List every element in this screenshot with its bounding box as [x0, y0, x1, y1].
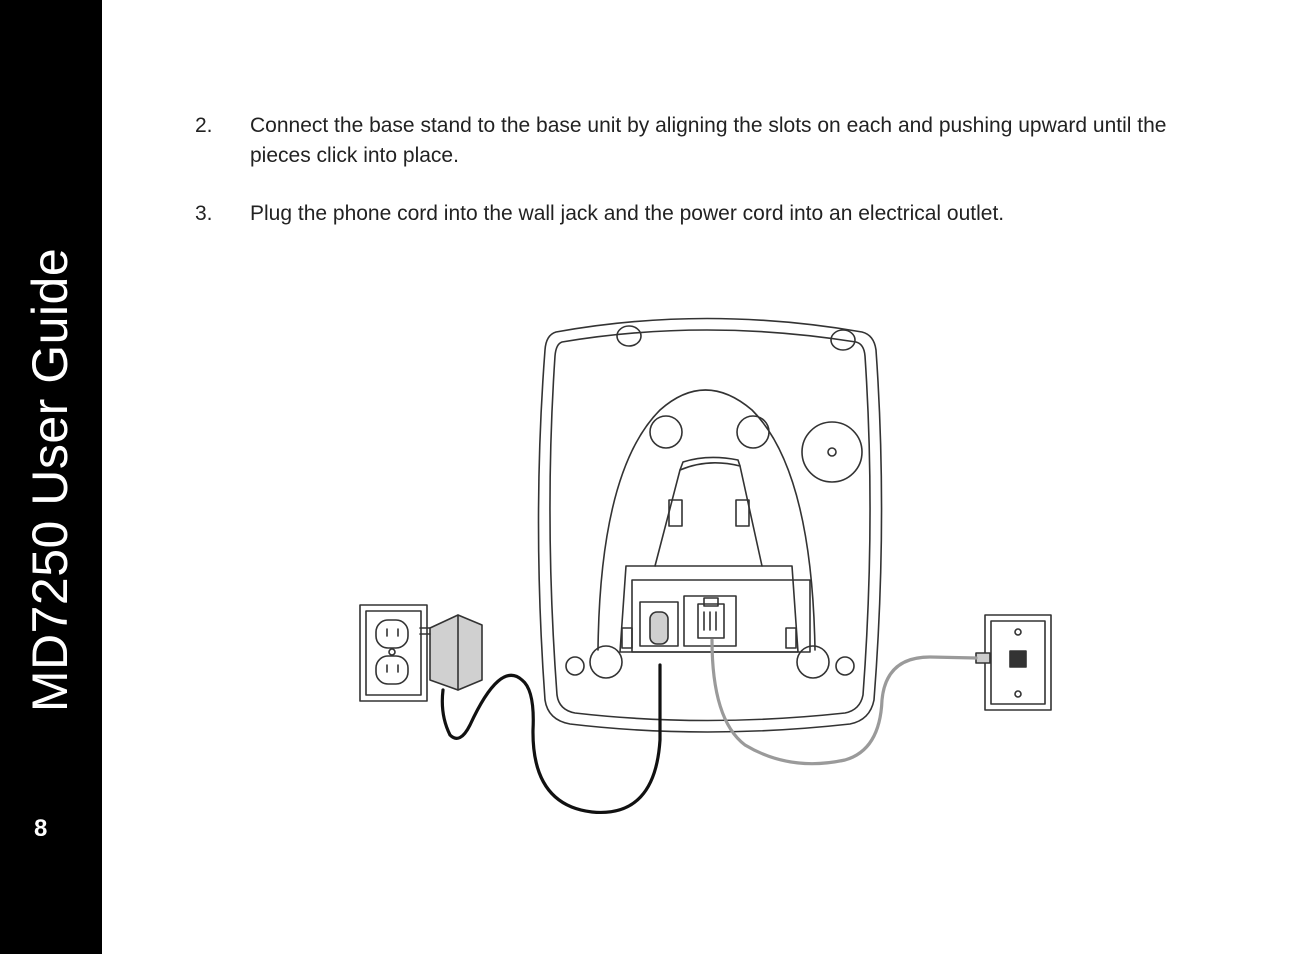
instruction-step-2: 2. Connect the base stand to the base un… — [195, 111, 1175, 171]
step-text: Plug the phone cord into the wall jack a… — [250, 202, 1005, 225]
phone-base-unit — [537, 317, 883, 733]
wall-outlet — [359, 604, 428, 702]
step-number: 3. — [195, 202, 213, 225]
foot-icon — [589, 645, 623, 679]
base-stand — [597, 389, 816, 651]
power-cord — [440, 663, 662, 815]
step-text: Connect the base stand to the base unit … — [250, 114, 1167, 167]
step-number: 2. — [195, 114, 213, 137]
screw-icon — [388, 648, 396, 656]
speaker-icon — [801, 421, 863, 483]
phone-wall-jack — [975, 614, 1052, 711]
foot-icon — [616, 325, 642, 347]
foot-icon — [830, 329, 856, 351]
phone-cord — [710, 638, 978, 766]
screw-icon — [1014, 628, 1022, 636]
instruction-step-3: 3. Plug the phone cord into the wall jac… — [195, 199, 1175, 229]
foot-icon — [796, 645, 830, 679]
side-band: MD7250 User Guide 8 — [0, 0, 102, 954]
guide-title: MD7250 User Guide — [22, 247, 78, 713]
phone-base-connection-illustration — [359, 317, 1052, 815]
screw-icon — [1014, 690, 1022, 698]
power-adapter — [419, 614, 483, 691]
page-number: 8 — [34, 815, 48, 842]
